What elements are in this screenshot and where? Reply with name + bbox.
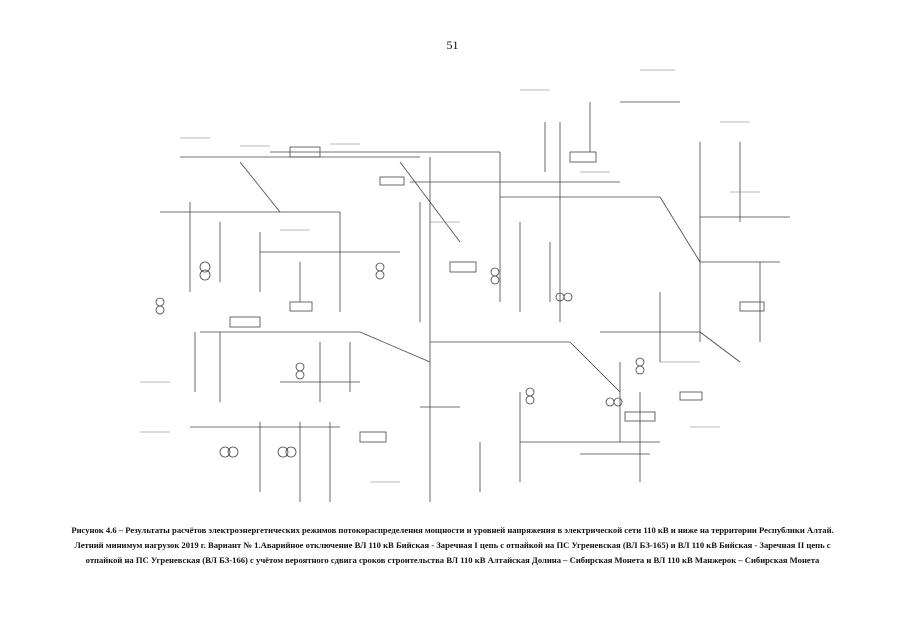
page-number: 51 [446, 38, 459, 52]
figure-caption: Рисунок 4.6 – Результаты расчётов электр… [71, 525, 834, 565]
power-network-schematic [140, 69, 790, 502]
